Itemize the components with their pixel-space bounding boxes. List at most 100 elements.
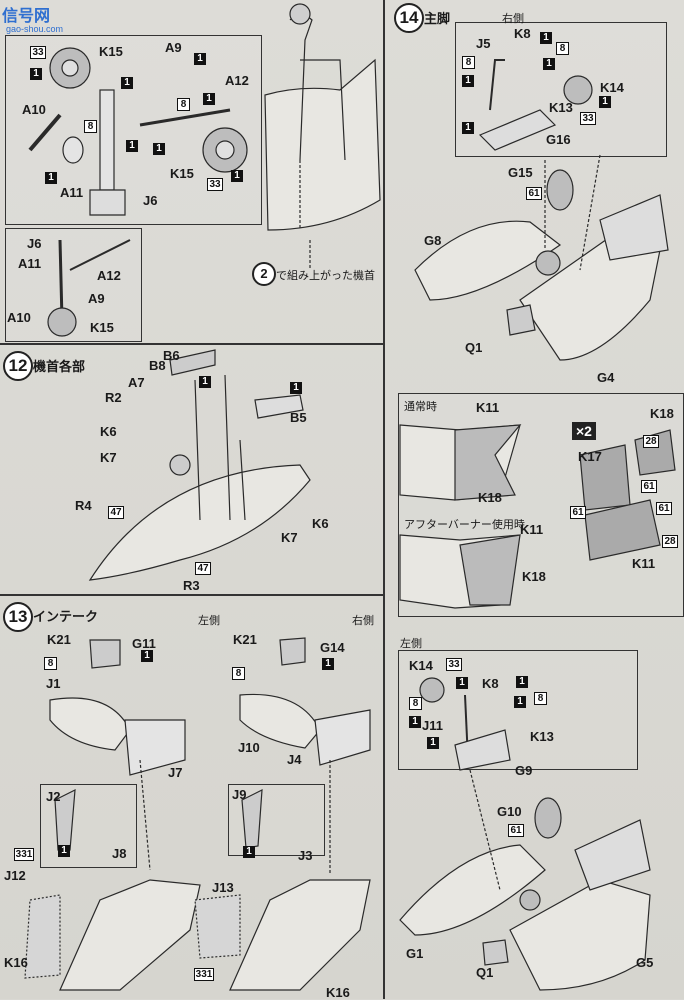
color-badge: 61 — [641, 480, 657, 493]
color-badge: 1 — [290, 382, 302, 394]
watermark-logo: 信号网 — [2, 6, 51, 25]
color-badge: 1 — [514, 696, 526, 708]
part-label: K15 — [99, 44, 123, 59]
section-divider — [0, 594, 383, 596]
part-label: A9 — [88, 291, 105, 306]
part-label: A10 — [7, 310, 31, 325]
color-badge: 8 — [44, 657, 57, 670]
part-label: A12 — [225, 73, 249, 88]
part-label: G15 — [508, 165, 533, 180]
color-badge: 1 — [126, 140, 138, 152]
part-label: K8 — [514, 26, 531, 41]
part-label: J3 — [298, 848, 313, 863]
afterburner-label: アフターバーナー使用時 — [404, 518, 525, 531]
color-badge: 1 — [462, 75, 474, 87]
part-label: R2 — [105, 390, 122, 405]
part-label: K14 — [600, 80, 624, 95]
part-label: K7 — [100, 450, 117, 465]
color-badge: 1 — [58, 845, 70, 857]
color-badge: 1 — [456, 677, 468, 689]
color-badge: 1 — [153, 143, 165, 155]
part-label: G10 — [497, 804, 522, 819]
part-label: K18 — [650, 406, 674, 421]
part-label: A11 — [60, 185, 84, 200]
part-label: K6 — [312, 516, 329, 531]
color-badge: 33 — [207, 178, 223, 191]
left-side-label: 左側 — [400, 637, 422, 650]
color-badge: 61 — [656, 502, 672, 515]
part-label: K21 — [233, 632, 257, 647]
part-label: Q1 — [476, 965, 494, 980]
intake-right-side-label: 右側 — [352, 614, 374, 627]
left-main-gear-box — [398, 650, 638, 770]
part-label: J11 — [422, 718, 443, 733]
part-label: J8 — [112, 846, 127, 861]
part-label: A12 — [97, 268, 121, 283]
part-label: K16 — [326, 985, 350, 1000]
part-label: G4 — [597, 370, 615, 385]
color-badge: 1 — [121, 77, 133, 89]
step-13-title: インテーク — [33, 610, 99, 625]
color-badge: 331 — [14, 848, 34, 861]
color-badge: 8 — [84, 120, 97, 133]
part-label: K14 — [409, 658, 433, 673]
part-label: K16 — [4, 955, 28, 970]
part-label: K7 — [281, 530, 298, 545]
part-label: K15 — [90, 320, 114, 335]
color-badge: 1 — [45, 172, 57, 184]
color-badge: 1 — [141, 650, 153, 662]
color-badge: 33 — [580, 112, 596, 125]
part-label: K11 — [632, 556, 656, 571]
part-label: B8 — [149, 358, 166, 373]
part-label: J12 — [4, 868, 26, 883]
color-badge: 47 — [108, 506, 124, 519]
step-2-ref: 2 — [252, 262, 276, 286]
part-label: K15 — [170, 166, 194, 181]
part-label: A11 — [18, 256, 42, 271]
right-side-label: 右側 — [502, 12, 524, 25]
color-badge: 1 — [543, 58, 555, 70]
column-divider — [383, 0, 385, 999]
step-2-caption: で組み上がった機首 — [276, 269, 375, 282]
part-label: A10 — [22, 102, 46, 117]
part-label: K21 — [47, 632, 71, 647]
normal-label: 通常時 — [404, 400, 437, 413]
part-label: J7 — [168, 765, 183, 780]
step-12-title: 機首各部 — [33, 360, 86, 375]
color-badge: 1 — [409, 716, 421, 728]
times-two-badge: ×2 — [572, 422, 596, 440]
color-badge: 8 — [232, 667, 245, 680]
color-badge: 1 — [243, 846, 255, 858]
part-label: K13 — [530, 729, 554, 744]
color-badge: 1 — [194, 53, 206, 65]
part-label: J5 — [476, 36, 491, 51]
part-label: G9 — [515, 763, 533, 778]
section-divider — [0, 343, 383, 345]
part-label: B6 — [163, 348, 180, 363]
step-13-number: 13 — [3, 602, 33, 632]
part-label: R4 — [75, 498, 92, 513]
part-label: G16 — [546, 132, 571, 147]
color-badge: 61 — [508, 824, 524, 837]
step-14-title: 主脚 — [424, 12, 451, 27]
part-label: K6 — [100, 424, 117, 439]
color-badge: 1 — [599, 96, 611, 108]
color-badge: 8 — [177, 98, 190, 111]
part-label: K18 — [522, 569, 546, 584]
part-label: G11 — [132, 636, 156, 651]
part-label: K11 — [476, 400, 500, 415]
color-badge: 1 — [462, 122, 474, 134]
color-badge: 8 — [534, 692, 547, 705]
color-badge: 33 — [30, 46, 46, 59]
part-label: J4 — [287, 752, 302, 767]
color-badge: 331 — [194, 968, 214, 981]
color-badge: 1 — [540, 32, 552, 44]
color-badge: 8 — [409, 697, 422, 710]
part-label: G1 — [406, 946, 424, 961]
part-label: K17 — [578, 449, 602, 464]
step-12-number: 12 — [3, 351, 33, 381]
color-badge: 61 — [570, 506, 586, 519]
color-badge: 33 — [446, 658, 462, 671]
part-label: Q1 — [465, 340, 483, 355]
